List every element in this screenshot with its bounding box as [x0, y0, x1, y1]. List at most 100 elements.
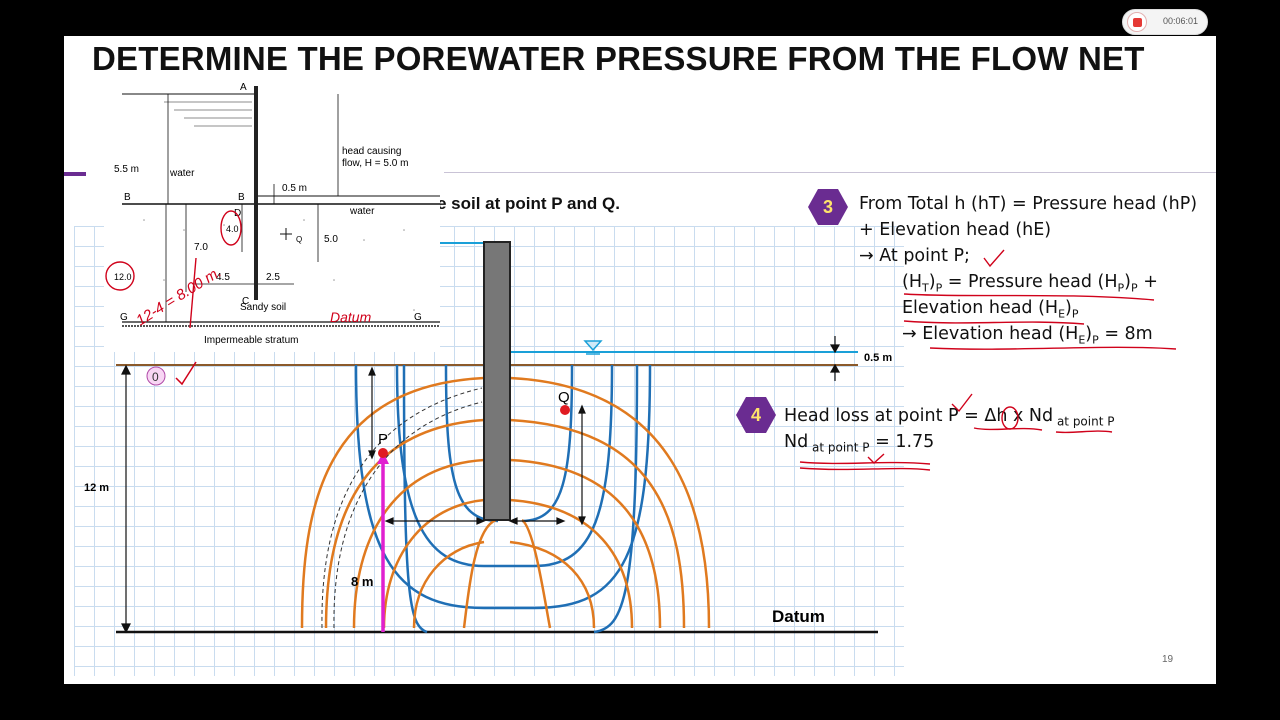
step-3-line-4-e: +	[1137, 272, 1158, 292]
dim-12m-head-bottom	[121, 623, 131, 634]
inset-label-d: D	[234, 208, 241, 219]
water-level-icon	[583, 340, 603, 352]
step-3-line-6-c: = 8m	[1098, 324, 1153, 344]
step-3-line-5: Elevation head (HE)P	[902, 298, 1079, 321]
label-q: Q	[558, 389, 570, 406]
recording-widget[interactable]: 00:06:01	[1122, 9, 1208, 35]
inset-dot	[163, 279, 165, 281]
marker-0-label: 0	[152, 370, 159, 384]
step-3-line-4-sub-4: P	[1131, 281, 1138, 295]
dim-05m-bottom-head	[829, 363, 841, 373]
inset-head-label-2: flow, H = 5.0 m	[342, 158, 408, 169]
step-4-line-1-a: Head loss at point P = Δh x Nd	[784, 406, 1054, 426]
step-3-line-5-b: )	[1065, 298, 1072, 318]
ink-datum: Datum	[330, 309, 372, 325]
ink-circle-40	[220, 210, 242, 246]
equipotential-3	[352, 458, 662, 629]
inset-dot	[403, 229, 405, 231]
stop-record-button[interactable]	[1127, 12, 1147, 32]
dim-05m-top-head	[829, 344, 841, 354]
inset-impermeable-label: Impermeable stratum	[204, 335, 298, 346]
page-title: DETERMINE THE POREWATER PRESSURE FROM TH…	[92, 40, 1145, 77]
step-3-line-6: → Elevation head (HE)P = 8m	[902, 324, 1153, 347]
inset-water-left: water	[169, 168, 195, 179]
step-4-line-2-sub: at point P	[808, 440, 870, 455]
dim-12m-head-top	[121, 364, 131, 375]
dashed-line-1	[321, 387, 483, 629]
slide: DETERMINE THE POREWATER PRESSURE FROM TH…	[64, 36, 1216, 684]
ink-circle-120	[105, 261, 135, 291]
record-icon	[1133, 18, 1142, 27]
inset-dim-55-label: 5.5 m	[114, 164, 139, 175]
inset-dim-05-label: 0.5 m	[282, 183, 307, 194]
inset-water-right: water	[349, 206, 375, 217]
step-3-line-5-sub-1: E	[1058, 307, 1066, 321]
step-3-line-4-sub-2: P	[935, 281, 943, 295]
point-p	[378, 448, 388, 458]
dim-left-horizontal-head-left	[384, 517, 394, 525]
dim-left-vertical-head-top	[368, 366, 376, 376]
equipotential-5	[412, 540, 596, 629]
inset-soil-dots	[143, 219, 415, 311]
inset-sandy-label: Sandy soil	[240, 302, 286, 313]
inset-label-g2: G	[414, 312, 422, 323]
inset-dim-25-label: 2.5	[266, 272, 280, 283]
dimension-arrows	[121, 336, 841, 634]
ink-equation: 12-4 = 8.00 m.	[133, 263, 224, 329]
dim-right-horizontal-head-left	[508, 517, 518, 525]
step-3-line-6-a: → Elevation head (H	[902, 324, 1079, 344]
step-3-line-4-b: )	[928, 272, 936, 292]
step-3-badge: 3	[808, 189, 848, 225]
equipotential-4	[382, 498, 634, 629]
inset-head-label-1: head causing	[342, 146, 402, 157]
step-3-line-1: From Total h (hT) = Pressure head (hP)	[859, 194, 1198, 214]
equipotential-2	[324, 418, 686, 629]
step-3-line-4-c: = Pressure head (H	[942, 272, 1118, 292]
inset-dot	[363, 239, 365, 241]
label-8m: 8 m	[351, 574, 373, 589]
step-3-line-3: → At point P;	[859, 246, 970, 266]
record-timer: 00:06:01	[1163, 16, 1199, 26]
equipotential-1	[300, 376, 711, 629]
inset-dim-45-label: 4.5	[216, 272, 230, 283]
step-4-badge: 4	[736, 397, 776, 433]
inset-figure: A B B D C G G Q head causing flow, H = 5…	[104, 80, 440, 367]
step-3-line-4-a: (H	[902, 272, 922, 292]
inset-dimensions	[165, 94, 339, 322]
dim-right-vertical-head-bottom	[578, 516, 586, 526]
inset-dim-70-label: 7.0	[194, 242, 208, 253]
inset-dot	[223, 224, 225, 226]
page-number: 19	[1162, 654, 1174, 665]
step-3-line-4: (HT)P = Pressure head (HP)P +	[902, 272, 1158, 295]
step-3-line-5-sub-2: P	[1071, 307, 1079, 321]
step-3-line-6-sub-1: E	[1078, 333, 1086, 347]
inset-water-hatch	[164, 101, 252, 127]
inset-dot	[183, 229, 185, 231]
label-datum: Datum	[772, 607, 825, 626]
flow-line-3	[354, 364, 652, 610]
step-3-line-4-d: )	[1124, 272, 1131, 292]
point-q	[560, 405, 570, 415]
inset-dim-120-label: 12.0	[114, 272, 132, 282]
title-divider	[444, 172, 1216, 173]
dim-right-vertical-head-top	[578, 404, 586, 414]
dim-left-horizontal-head-right	[476, 517, 486, 525]
inset-label-a: A	[240, 82, 247, 93]
step-4-line-2-b: = 1.75	[869, 432, 935, 452]
step-4-line-2: Nd at point P = 1.75	[784, 432, 934, 455]
ink-stroke	[189, 257, 197, 329]
inset-dim-50-label: 5.0	[324, 234, 338, 245]
dim-right-horizontal-head-right	[556, 517, 566, 525]
step-3-line-4-sub-3: P	[1117, 281, 1125, 295]
label-05m: 0.5 m	[864, 352, 892, 364]
flow-net-diagram: P Q 0.5 m 12 m 8 m Datum 0	[84, 241, 892, 634]
step-3-line-6-b: )	[1085, 324, 1093, 344]
step-4-line-1: Head loss at point P = Δh x Nd at point …	[784, 406, 1114, 429]
step-4-line-2-a: Nd	[784, 432, 809, 452]
inset-diagram: A B B D C G G Q head causing flow, H = 5…	[104, 82, 440, 367]
inset-dot	[333, 279, 335, 281]
inset-label-b: B	[124, 192, 131, 203]
step-3-line-6-sub-2: P	[1092, 333, 1099, 347]
marker-0	[146, 366, 166, 386]
dashed-line-2	[333, 401, 483, 629]
